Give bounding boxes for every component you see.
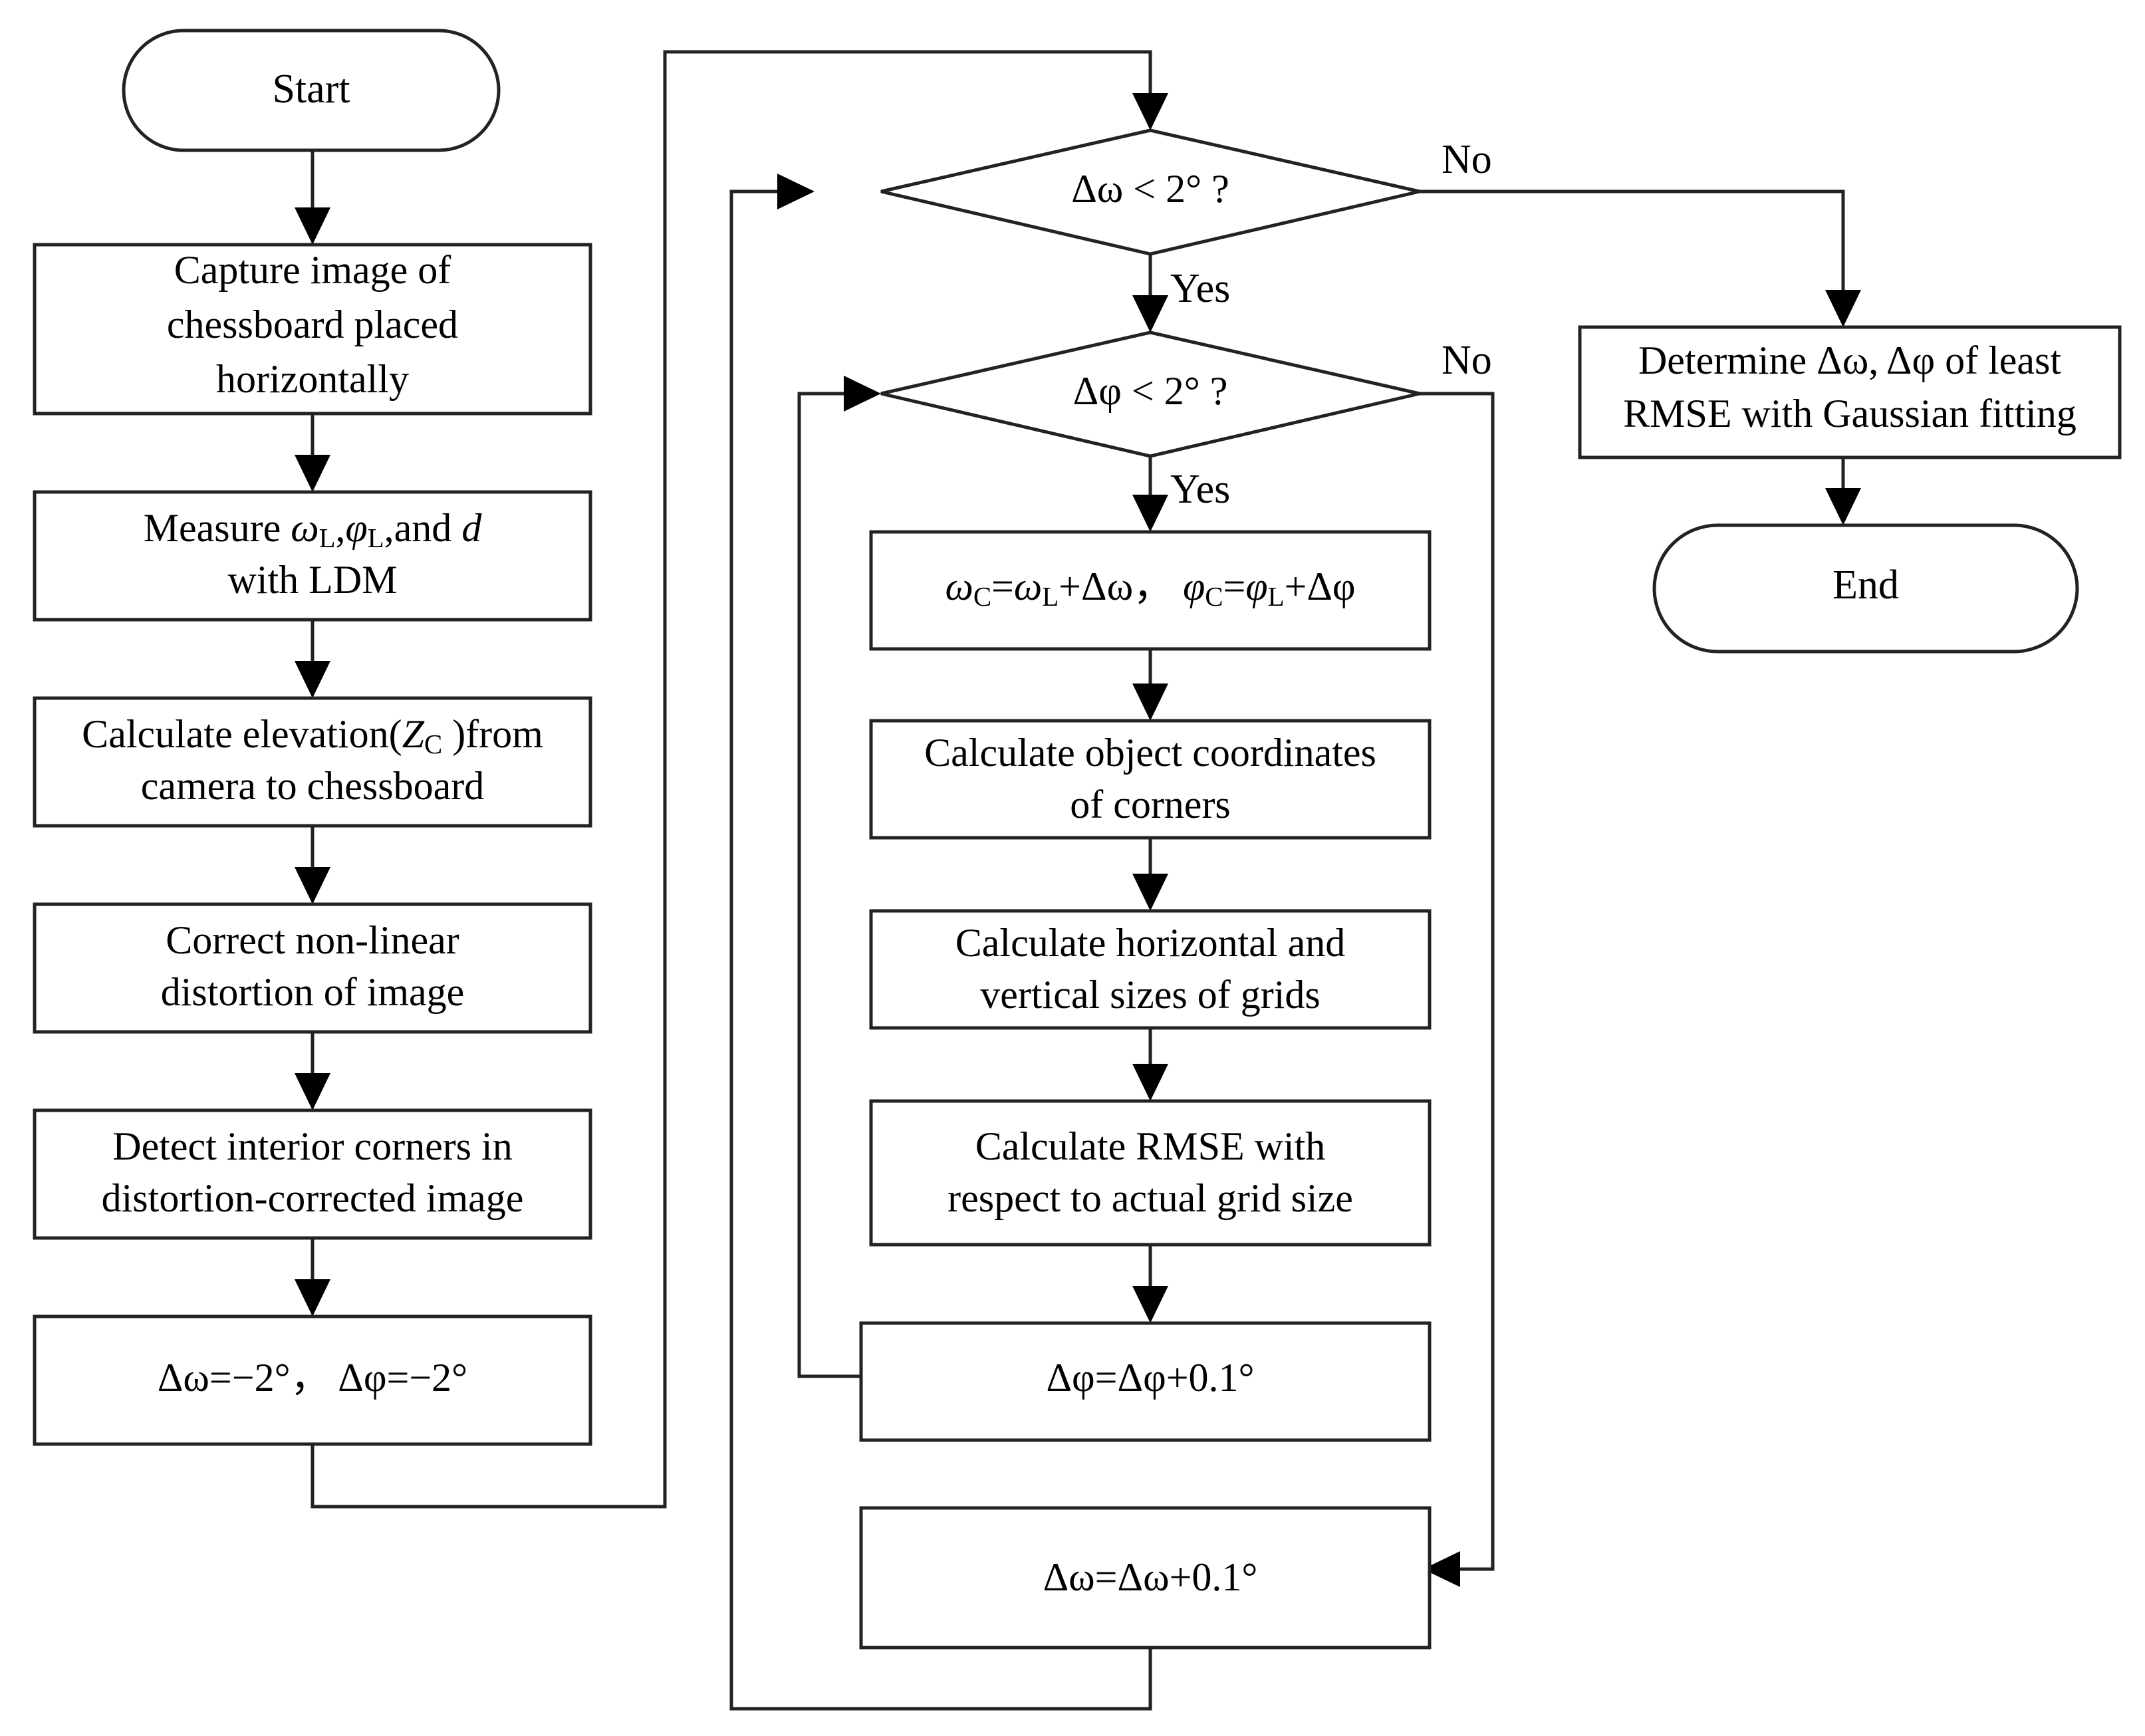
arrowhead-init	[295, 1279, 330, 1316]
detect-corners-shape	[33, 1108, 592, 1240]
edge-label-phi-yes: Yes	[1170, 467, 1230, 512]
node-end[interactable]: End	[1652, 523, 2079, 654]
start-label: Start	[272, 66, 350, 112]
determine-least-rmse-shape	[1578, 325, 2122, 459]
node-calculate-rmse[interactable]: Calculate RMSE with respect to actual gr…	[869, 1099, 1432, 1247]
edge-init-to-decision-omega	[311, 50, 1152, 1509]
object-coordinates-line-1: Calculate object coordinates	[924, 731, 1376, 775]
arrowhead-end	[1825, 488, 1861, 525]
calculate-rmse-line-1: Calculate RMSE with	[975, 1124, 1326, 1168]
arrowhead-decision-omega	[1132, 93, 1168, 130]
increment-delta-phi-label: Δφ=Δφ+0.1°	[1046, 1356, 1254, 1400]
decision-delta-phi-shape	[880, 330, 1420, 458]
edge-label-layer: No Yes No Yes	[1170, 137, 1492, 512]
edge-label-omega-no: No	[1442, 137, 1492, 182]
initialize-deltas-shape	[33, 1314, 592, 1446]
node-correct-distortion[interactable]: Correct non-linear distortion of image	[33, 902, 592, 1034]
arrowhead-objcoord	[1132, 683, 1168, 721]
grid-sizes-shape	[869, 909, 1432, 1030]
edge-omega-no-to-determine	[1420, 189, 1845, 298]
calculate-elevation-line-2: camera to chessboard	[141, 764, 484, 808]
edge-increment-phi-to-decision-phi	[797, 392, 861, 1378]
correct-distortion-line-2: distortion of image	[161, 970, 465, 1014]
assign-angles-formula: ωC=ωL+Δω， φC=φL+Δφ	[945, 564, 1355, 612]
arrowhead-gridsize	[1132, 874, 1168, 911]
start-shape	[122, 29, 501, 152]
decision-delta-omega-label: Δω < 2° ?	[1071, 167, 1229, 211]
capture-image-shape	[33, 243, 592, 416]
node-capture-image[interactable]: Capture image of chessboard placed horiz…	[33, 243, 592, 416]
node-decision-delta-phi[interactable]: Δφ < 2° ?	[880, 330, 1420, 458]
edge-increment-omega-to-decision-omega	[729, 189, 1152, 1711]
correct-distortion-line-1: Correct non-linear	[166, 918, 459, 962]
increment-delta-omega-label: Δω=Δω+0.1°	[1043, 1555, 1258, 1599]
capture-image-line-2: chessboard placed	[167, 303, 458, 346]
object-coordinates-shape	[869, 719, 1432, 840]
end-label: End	[1832, 562, 1899, 608]
arrowhead-capture	[295, 207, 330, 245]
calculate-rmse-line-2: respect to actual grid size	[947, 1176, 1353, 1220]
correct-distortion-shape	[33, 902, 592, 1034]
arrowhead-assign	[1132, 495, 1168, 532]
determine-least-rmse-line-1: Determine Δω, Δφ of least	[1638, 338, 2061, 382]
decision-delta-phi-label: Δφ < 2° ?	[1073, 369, 1228, 413]
node-increment-delta-omega[interactable]: Δω=Δω+0.1°	[859, 1506, 1432, 1650]
node-object-coordinates[interactable]: Calculate object coordinates of corners	[869, 719, 1432, 840]
arrowhead-rmse	[1132, 1064, 1168, 1101]
decision-delta-omega-shape	[880, 128, 1420, 256]
grid-sizes-line-1: Calculate horizontal and	[955, 921, 1345, 965]
node-start[interactable]: Start	[122, 29, 501, 152]
edge-label-omega-yes: Yes	[1170, 266, 1230, 311]
arrowhead-determine	[1825, 290, 1861, 327]
capture-image-line-3: horizontally	[216, 357, 409, 401]
arrowhead-decision-omega-loop	[777, 174, 815, 209]
determine-least-rmse-line-2: RMSE with Gaussian fitting	[1623, 392, 2077, 435]
object-coordinates-line-2: of corners	[1070, 783, 1231, 826]
increment-delta-phi-shape	[859, 1321, 1432, 1442]
node-detect-corners[interactable]: Detect interior corners in distortion-co…	[33, 1108, 592, 1240]
arrowhead-distortion	[295, 867, 330, 904]
node-initialize-deltas[interactable]: Δω=−2°， Δφ=−2°	[33, 1314, 592, 1446]
assign-angles-shape	[869, 530, 1432, 651]
measure-ldm-line-1: Measure ωL,φL,and d	[144, 506, 483, 554]
node-determine-least-rmse[interactable]: Determine Δω, Δφ of least RMSE with Gaus…	[1578, 325, 2122, 459]
arrowhead-measure	[295, 455, 330, 492]
calculate-rmse-shape	[869, 1099, 1432, 1247]
edge-label-phi-no: No	[1442, 338, 1492, 383]
calculate-elevation-shape	[33, 696, 592, 828]
arrowhead-decision-phi-loop	[844, 376, 881, 412]
node-assign-angles[interactable]: ωC=ωL+Δω， φC=φL+Δφ	[869, 530, 1432, 651]
node-calculate-elevation[interactable]: Calculate elevation(ZC )from camera to c…	[33, 696, 592, 828]
end-shape	[1652, 523, 2079, 654]
arrowhead-increment-phi	[1132, 1286, 1168, 1323]
edge-layer	[295, 50, 1861, 1711]
measure-ldm-shape	[33, 490, 592, 622]
arrowhead-increment-omega	[1423, 1551, 1460, 1587]
calculate-elevation-line-1: Calculate elevation(ZC )from	[82, 712, 543, 760]
increment-delta-omega-shape	[859, 1506, 1432, 1650]
grid-sizes-line-2: vertical sizes of grids	[980, 973, 1321, 1017]
node-decision-delta-omega[interactable]: Δω < 2° ?	[880, 128, 1420, 256]
capture-image-line-1: Capture image of	[174, 248, 451, 292]
arrowhead-decision-phi	[1132, 295, 1168, 332]
arrowhead-corners	[295, 1073, 330, 1110]
arrowhead-elevation	[295, 661, 330, 698]
node-increment-delta-phi[interactable]: Δφ=Δφ+0.1°	[859, 1321, 1432, 1442]
detect-corners-line-1: Detect interior corners in	[112, 1124, 512, 1168]
measure-ldm-line-2: with LDM	[228, 558, 398, 602]
edge-phi-no-to-increment-omega	[1420, 392, 1495, 1571]
detect-corners-line-2: distortion-corrected image	[102, 1176, 524, 1220]
node-measure-ldm[interactable]: Measure ωL,φL,and d with LDM	[33, 490, 592, 622]
node-grid-sizes[interactable]: Calculate horizontal and vertical sizes …	[869, 909, 1432, 1030]
initialize-deltas-line-1: Δω=−2°， Δφ=−2°	[158, 1356, 467, 1400]
